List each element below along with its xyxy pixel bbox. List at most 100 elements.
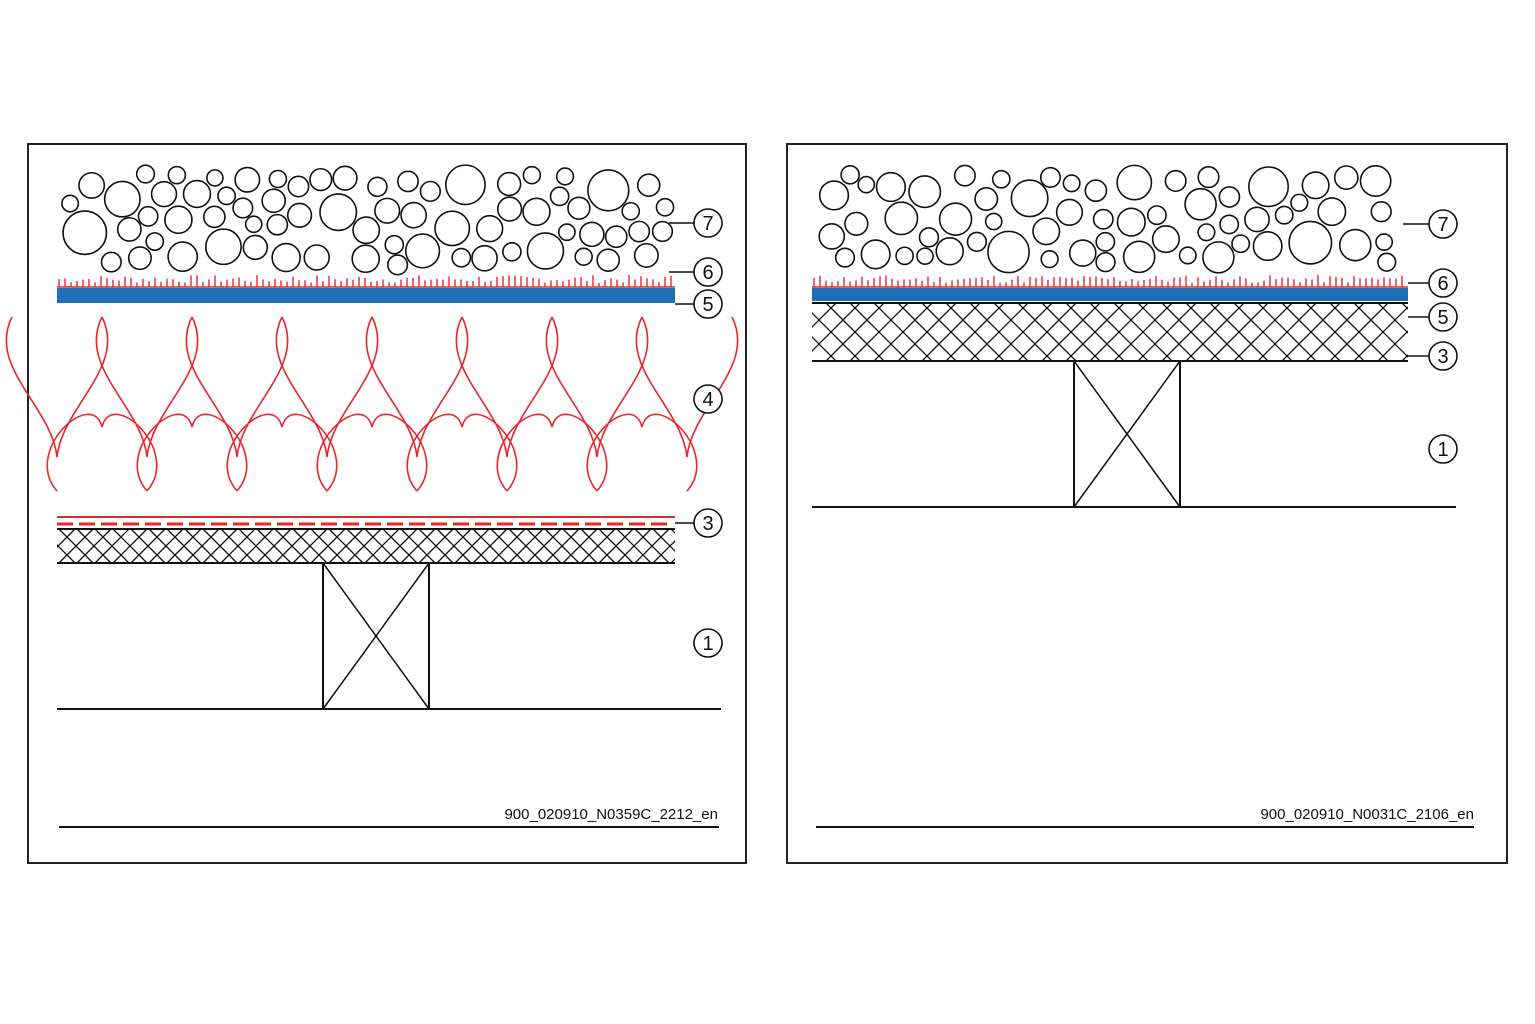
gravel-stone	[1164, 169, 1187, 193]
insulation-fibre	[316, 413, 428, 492]
gravel-stone	[818, 223, 846, 250]
gravel-stone	[1338, 228, 1372, 262]
gravel-stone	[1084, 179, 1108, 203]
gravel-stone	[1010, 179, 1049, 218]
gravel-stone	[621, 201, 641, 221]
gravel-stone	[137, 205, 159, 227]
gravel-stone	[242, 234, 269, 261]
gravel-stone	[596, 248, 621, 273]
gravel-stone	[834, 247, 856, 268]
insulation-fibre	[185, 316, 289, 458]
insulation-fibre	[455, 316, 559, 458]
insulation-fibre	[95, 316, 199, 458]
gravel-stone	[567, 196, 591, 220]
gravel-stone	[1095, 251, 1116, 273]
gravel-stone	[61, 194, 80, 213]
insulation-fibre	[586, 413, 698, 492]
gravel-stone	[628, 220, 651, 243]
gravel-stone	[496, 171, 522, 197]
insulation-fibre	[46, 413, 158, 492]
drawing-code: 900_020910_N0359C_2212_en	[504, 806, 718, 823]
gravel-stone	[387, 254, 409, 276]
gravel-stone	[1290, 193, 1309, 212]
gravel-stone	[62, 210, 108, 256]
gravel-stone	[1146, 205, 1167, 226]
gravel-stone	[1218, 186, 1241, 208]
insulation-fibre	[275, 316, 379, 458]
gravel-stone	[522, 165, 542, 185]
gravel-stone	[471, 244, 498, 272]
gravel-stone	[286, 202, 313, 228]
gravel-stone	[857, 175, 876, 194]
gravel-stone	[875, 171, 907, 203]
gravel-stone	[367, 176, 388, 198]
timber-deck-layer	[812, 302, 1408, 362]
gravel-stone	[1202, 241, 1235, 274]
gravel-stone	[1317, 197, 1347, 227]
gravel-stone	[549, 186, 570, 207]
gravel-stone	[935, 236, 964, 266]
insulation-fibre	[496, 413, 608, 492]
gravel-stone	[1178, 246, 1197, 265]
gravel-stone	[604, 225, 628, 249]
callout-number: 7	[702, 213, 713, 235]
gravel-stone	[522, 197, 551, 226]
gravel-stone	[526, 232, 565, 270]
gravel-stone	[319, 193, 358, 232]
gravel-stone	[167, 165, 187, 185]
callout-number: 5	[702, 294, 713, 316]
gravel-stone	[135, 164, 156, 184]
gravel-stone	[1151, 225, 1180, 254]
callout-number: 3	[1437, 346, 1448, 368]
gravel-stone	[475, 214, 504, 243]
gravel-stone	[1219, 214, 1240, 235]
callout-circle	[1428, 209, 1458, 239]
gravel-stone	[1197, 223, 1216, 242]
gravel-stone	[332, 165, 358, 191]
protection-fleece-layer	[57, 275, 675, 288]
gravel-stone	[844, 211, 869, 237]
gravel-stone	[397, 170, 419, 193]
insulation-fibre	[406, 413, 518, 492]
gravel-stone	[167, 241, 199, 273]
gravel-stone	[206, 169, 224, 187]
gravel-stone	[127, 246, 152, 271]
callout-circle	[693, 384, 723, 414]
gravel-stone	[1301, 171, 1330, 200]
gravel-stone	[908, 175, 942, 209]
gravel-stone	[579, 221, 605, 248]
gravel-stone	[103, 180, 141, 218]
gravel-stone	[1055, 198, 1084, 226]
gravel-stone	[1040, 249, 1059, 269]
gravel-stone	[918, 227, 940, 248]
insulation-fibre	[226, 413, 338, 492]
gravel-stone	[100, 251, 122, 273]
gravel-stone	[164, 205, 193, 235]
gravel-stone	[232, 197, 254, 219]
gravel-stone	[1333, 165, 1359, 191]
gravel-stone	[116, 216, 142, 242]
timber-beam	[1073, 360, 1181, 508]
insulation-fibre	[635, 316, 739, 458]
gravel-stone	[287, 175, 310, 198]
gravel-stone	[1377, 252, 1397, 272]
gravel-stone	[451, 247, 472, 268]
gravel-stone	[884, 201, 919, 236]
gravel-stone	[651, 220, 674, 243]
gravel-stone	[1039, 166, 1061, 188]
insulation-fibre	[365, 316, 469, 458]
gravel-stone	[444, 164, 486, 206]
gravel-stone	[636, 173, 661, 197]
gravel-stone	[502, 241, 522, 262]
gravel-stone	[895, 246, 915, 266]
gravel-stone	[1095, 231, 1116, 252]
callout-number: 4	[702, 389, 713, 411]
gravel-stone	[1032, 217, 1061, 246]
gravel-stone	[434, 210, 471, 247]
gravel-stone	[966, 231, 988, 253]
gravel-stone	[374, 197, 401, 224]
gravel-stone	[1252, 231, 1283, 262]
